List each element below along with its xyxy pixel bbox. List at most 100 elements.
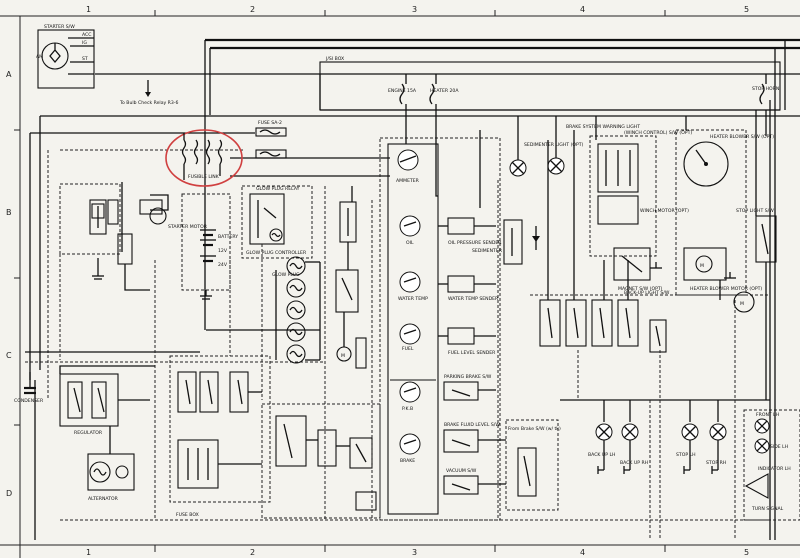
svg-text:AMMETER: AMMETER — [396, 178, 420, 184]
svg-text:ACC: ACC — [82, 32, 91, 38]
svg-text:From Brake S/W (w/ tk): From Brake S/W (w/ tk) — [508, 426, 561, 432]
svg-text:BATTERY: BATTERY — [218, 234, 238, 240]
fuse-relays-b2: M — [335, 201, 367, 369]
grid-frame — [0, 10, 800, 558]
svg-text:STOP RH: STOP RH — [706, 460, 726, 466]
col-label-1: 1 — [86, 5, 91, 14]
relay-left — [89, 199, 133, 265]
starter-motor: STARTER MOTOR — [59, 182, 208, 270]
heater-blower: HEATER BLOWER S/W (OPT) M HEATER BLOWER … — [675, 129, 774, 296]
svg-text:WATER TEMP: WATER TEMP — [398, 296, 428, 302]
svg-text:M: M — [700, 263, 704, 269]
svg-text:BACK UP RH: BACK UP RH — [620, 460, 648, 466]
gauge-panel: AMMETER OIL WATER TEMP FUEL P.K.B BRAKE — [379, 137, 501, 521]
glow-plug-relay: GLOW PLUG RELAY GLOW PLUG CONTROLLER — [241, 185, 313, 259]
relay-row-c4: BACK-UP LIGHT S/W — [539, 290, 670, 353]
svg-text:GLOW PLUG RELAY: GLOW PLUG RELAY — [256, 186, 300, 192]
glow-plugs: GLOW PLUG — [272, 256, 321, 364]
svg-text:GLOW PLUG CONTROLLER: GLOW PLUG CONTROLLER — [246, 250, 307, 256]
svg-text:INDICATOR LH: INDICATOR LH — [758, 466, 791, 472]
magnet-sw: MAGNET S/W (OPT) — [613, 247, 663, 292]
bulb-check-note: To Bulb Check Relay R3-6 — [119, 80, 178, 106]
winch-control: (WINCH CONTROL) S/W (OPT) WINCH MOTOR (O… — [589, 130, 692, 257]
regulator: REGULATOR — [59, 373, 119, 436]
svg-text:FUEL LEVEL SENDER: FUEL LEVEL SENDER — [448, 350, 496, 356]
svg-text:TURN SIGNAL: TURN SIGNAL — [751, 506, 784, 512]
svg-text:P.K.B: P.K.B — [402, 406, 413, 412]
routing-solid — [59, 110, 767, 485]
svg-text:AM: AM — [36, 54, 43, 60]
svg-text:STOP LIGHT S/W: STOP LIGHT S/W — [736, 208, 774, 214]
svg-text:ST: ST — [82, 56, 88, 62]
svg-text:PARKING BRAKE S/W: PARKING BRAKE S/W — [444, 374, 492, 380]
svg-text:J/SI BOX: J/SI BOX — [325, 56, 344, 62]
svg-text:WINCH MOTOR (OPT): WINCH MOTOR (OPT) — [640, 208, 689, 214]
svg-text:FUSE SA-2: FUSE SA-2 — [258, 120, 282, 126]
svg-text:FUEL: FUEL — [402, 346, 414, 352]
svg-text:SEDIMENTER LIGHT (OPT): SEDIMENTER LIGHT (OPT) — [524, 142, 584, 148]
col-label-1-bottom: 1 — [86, 548, 91, 557]
col-label-3-bottom: 3 — [412, 548, 417, 557]
fuse-box-d2: FUSE BOX — [169, 355, 271, 518]
svg-text:STARTER MOTOR: STARTER MOTOR — [168, 224, 208, 230]
svg-text:ENGINE 15A: ENGINE 15A — [388, 88, 417, 94]
brake-warning-light: BRAKE SYSTEM WARNING LIGHT — [547, 116, 640, 175]
svg-text:IG: IG — [82, 40, 87, 46]
senders: OIL PRESSURE SENDER SEDIMENTER WATER TEM… — [438, 217, 540, 495]
svg-text:STOP LH: STOP LH — [676, 452, 696, 458]
col-label-3: 3 — [412, 5, 417, 14]
svg-text:HEATER BLOWER MOTOR (OPT): HEATER BLOWER MOTOR (OPT) — [690, 286, 762, 292]
jsi-box: J/SI BOX ENGINE 15A HEATER 20A STOP HORN — [319, 56, 781, 111]
svg-text:GLOW PLUG: GLOW PLUG — [272, 272, 300, 278]
row-label-b: B — [6, 208, 12, 217]
ground-symbols — [92, 262, 736, 474]
svg-text:24V: 24V — [218, 262, 228, 268]
svg-text:OIL PRESSURE SENDER: OIL PRESSURE SENDER — [448, 240, 502, 246]
svg-text:BRAKE SYSTEM WARNING LIGHT: BRAKE SYSTEM WARNING LIGHT — [566, 124, 640, 130]
col-label-2-bottom: 2 — [250, 548, 255, 557]
svg-text:VACUUM S/W: VACUUM S/W — [446, 468, 477, 474]
svg-text:To Bulb Check Relay R3-6: To Bulb Check Relay R3-6 — [119, 100, 178, 106]
routing-dashed — [59, 180, 770, 540]
lamp-row: BACK UP LH BACK UP RH STOP LH STOP RH — [588, 400, 727, 470]
alternator: ALTERNATOR — [87, 426, 135, 502]
svg-text:HEATER BLOWER S/W (OPT): HEATER BLOWER S/W (OPT) — [710, 134, 774, 140]
svg-text:BRAKE: BRAKE — [400, 458, 415, 464]
svg-text:FRONT LH: FRONT LH — [756, 412, 779, 418]
svg-text:MAGNET S/W (OPT): MAGNET S/W (OPT) — [618, 286, 663, 292]
svg-text:STARTER S/W: STARTER S/W — [44, 24, 75, 30]
svg-text:FUSE BOX: FUSE BOX — [176, 512, 199, 518]
front-side-indicator: FRONT LH SIDE LH INDICATOR LH TURN SIGNA… — [743, 409, 800, 521]
svg-text:HEATER 20A: HEATER 20A — [430, 88, 459, 94]
svg-text:REGULATOR: REGULATOR — [74, 430, 103, 436]
col-label-2: 2 — [250, 5, 255, 14]
col-label-5: 5 — [744, 5, 749, 14]
brake-check-relay: From Brake S/W (w/ tk) — [505, 419, 561, 511]
starter-switch: STARTER S/W ACC IG ST AM — [36, 24, 95, 89]
svg-text:BACK UP LH: BACK UP LH — [588, 452, 616, 458]
fusible-link: FUSIBLE LINK — [165, 129, 243, 187]
svg-text:OIL: OIL — [406, 240, 414, 246]
svg-text:CONDENSER: CONDENSER — [14, 398, 44, 404]
condenser: CONDENSER — [14, 372, 44, 404]
svg-text:BRAKE FLUID LEVEL S/W: BRAKE FLUID LEVEL S/W — [444, 422, 500, 428]
svg-text:BACK-UP LIGHT S/W: BACK-UP LIGHT S/W — [624, 290, 670, 296]
motor-rear: M — [733, 291, 755, 313]
row-label-d: D — [6, 489, 12, 498]
row-label-a: A — [6, 70, 12, 79]
svg-text:12V: 12V — [218, 248, 228, 254]
svg-text:STOP HORN: STOP HORN — [752, 86, 779, 92]
relays-d2b — [261, 403, 381, 519]
row-label-c: C — [6, 351, 12, 360]
svg-text:M: M — [341, 353, 345, 359]
col-label-5-bottom: 5 — [744, 548, 749, 557]
col-label-4: 4 — [580, 5, 585, 14]
svg-text:ALTERNATOR: ALTERNATOR — [88, 496, 119, 502]
svg-text:M: M — [740, 301, 744, 307]
sedimenter-light: SEDIMENTER LIGHT (OPT) — [509, 116, 584, 177]
fuse-sa2: FUSE SA-2 — [255, 120, 287, 159]
svg-text:FUSIBLE LINK: FUSIBLE LINK — [188, 174, 220, 180]
col-label-4-bottom: 4 — [580, 548, 585, 557]
